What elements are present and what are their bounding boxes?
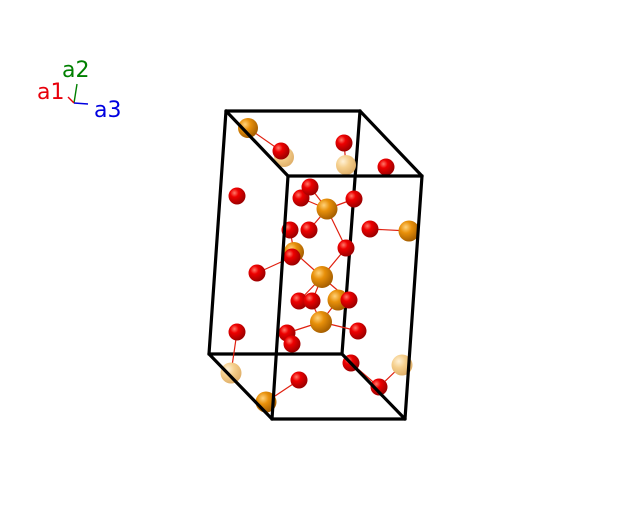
oxygen-atom[interactable] [272, 142, 290, 160]
oxygen-atom[interactable] [228, 323, 246, 341]
metal-atom[interactable] [310, 311, 332, 333]
metal-atom[interactable] [316, 198, 338, 220]
atom-group [220, 118, 420, 413]
metal-atom[interactable] [311, 266, 333, 288]
oxygen-atom[interactable] [337, 239, 355, 257]
oxygen-atom[interactable] [228, 187, 246, 205]
oxygen-atom[interactable] [283, 335, 301, 353]
cell-edge [358, 109, 424, 178]
oxygen-atom[interactable] [345, 190, 363, 208]
cell-edge [224, 109, 290, 178]
metal-atom[interactable] [398, 220, 420, 242]
oxygen-atom[interactable] [377, 158, 395, 176]
oxygen-atom[interactable] [248, 264, 266, 282]
oxygen-atom[interactable] [290, 371, 308, 389]
a2-axis-line [73, 83, 78, 104]
oxygen-atom[interactable] [290, 292, 308, 310]
oxygen-atom[interactable] [300, 221, 318, 239]
axis-indicator: a2 a1 a3 [37, 58, 121, 123]
a1-axis-label: a1 [37, 80, 64, 105]
cell-edge [340, 352, 407, 421]
oxygen-atom[interactable] [349, 322, 367, 340]
oxygen-atom[interactable] [301, 178, 319, 196]
oxygen-atom[interactable] [361, 220, 379, 238]
oxygen-atom[interactable] [283, 248, 301, 266]
a1-axis-line [67, 96, 75, 104]
oxygen-atom[interactable] [303, 292, 321, 310]
metal-atom-faded[interactable] [336, 155, 356, 175]
oxygen-atom[interactable] [370, 378, 388, 396]
metal-atom-faded[interactable] [220, 362, 242, 384]
a3-axis-label: a3 [94, 98, 121, 123]
metal-atom[interactable] [238, 118, 258, 138]
a2-axis-label: a2 [62, 58, 89, 83]
oxygen-atom[interactable] [340, 291, 358, 309]
oxygen-atom[interactable] [335, 134, 353, 152]
cell-edge [270, 174, 290, 421]
cell-edge [207, 109, 228, 356]
cell-edge [340, 109, 362, 356]
a3-axis-line [73, 102, 89, 105]
cell-edge [207, 352, 274, 421]
cell-edge [403, 174, 424, 421]
unit-cell-front-edges [207, 109, 424, 421]
